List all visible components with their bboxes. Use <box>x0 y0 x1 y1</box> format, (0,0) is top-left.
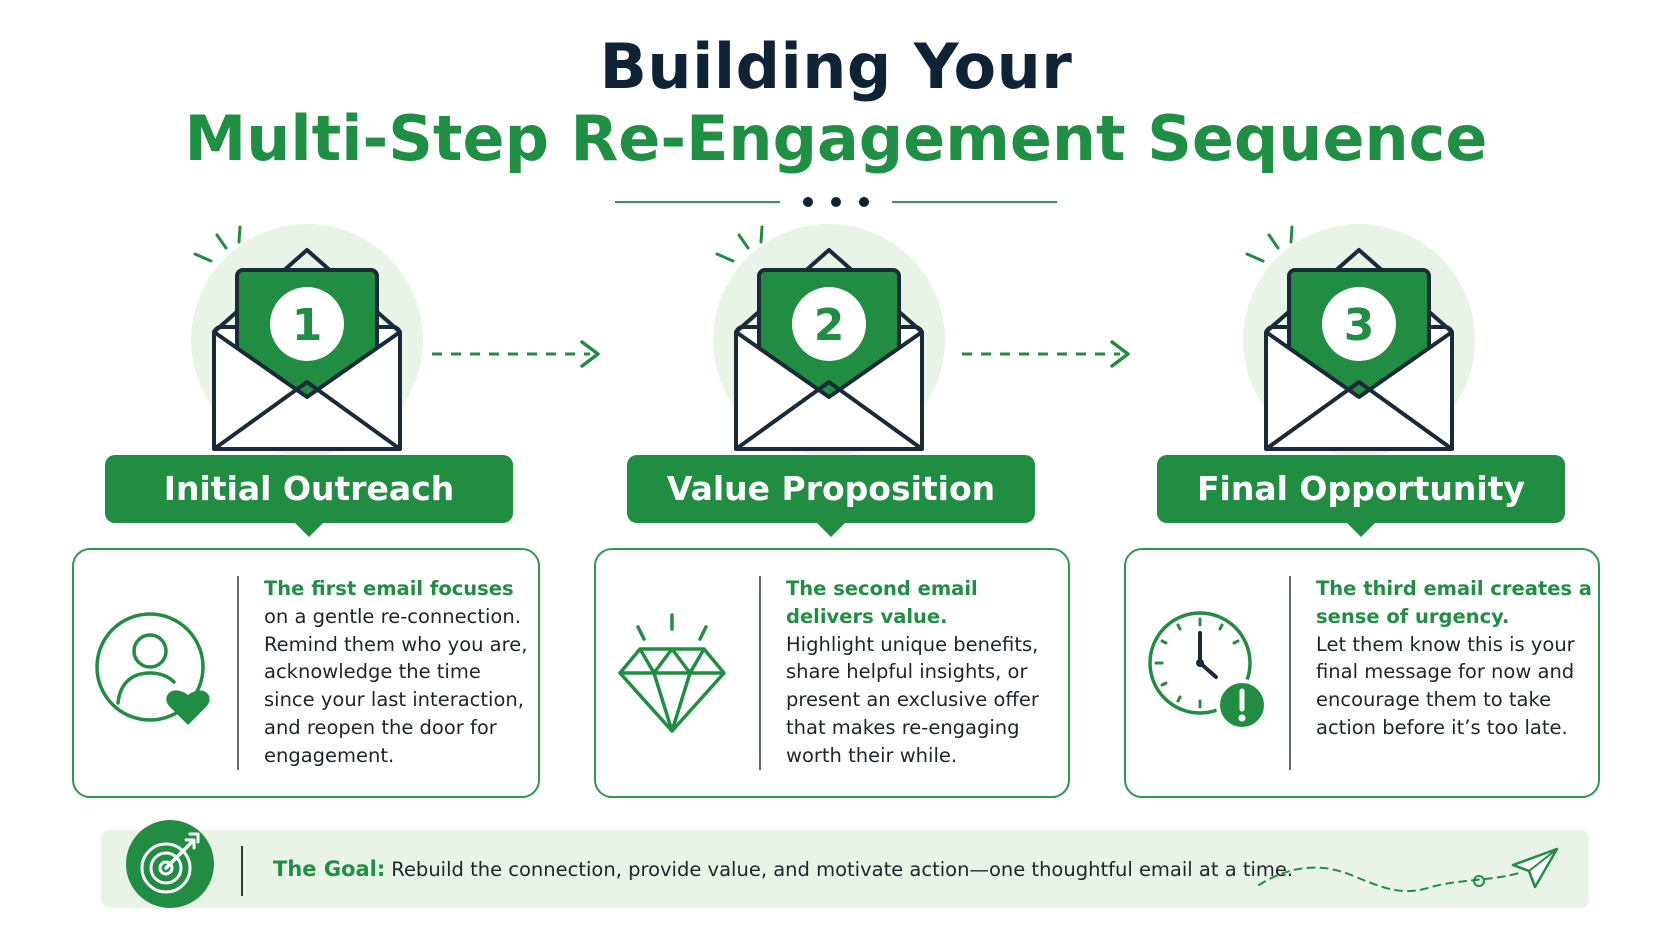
step-1-heading: The first email focuses <box>264 577 514 600</box>
goal-label: The Goal: <box>273 857 386 881</box>
step-card-3: The third email creates a sense of urgen… <box>1124 548 1600 798</box>
step-2-description: The second email delivers value. Highlig… <box>786 575 1064 770</box>
svg-text:2: 2 <box>814 300 845 351</box>
step-2: 2 Value Proposition The second email del… <box>594 222 1098 802</box>
step-card-1: The first email focuses on a gentle re-c… <box>72 548 540 798</box>
step-1-description: The first email focuses on a gentle re-c… <box>264 575 536 770</box>
step-label-value-proposition: Value Proposition <box>627 455 1035 537</box>
arrow-1-to-2 <box>432 340 600 368</box>
card-separator <box>1289 576 1291 770</box>
paper-plane-icon <box>1258 847 1559 893</box>
envelope-3-icon: 3 <box>1243 224 1475 454</box>
goal-statement: The Goal:Rebuild the connection, provide… <box>273 830 1293 908</box>
step-1: 1 Initial Outreach The first email focus… <box>72 222 576 802</box>
envelope-1-icon: 1 <box>191 224 423 454</box>
title-divider <box>615 197 1057 207</box>
target-icon <box>126 820 214 908</box>
svg-text:1: 1 <box>292 300 323 351</box>
goal-banner: The Goal:Rebuild the connection, provide… <box>101 820 1589 908</box>
step-2-body: Highlight unique benefits, share helpful… <box>786 632 1039 767</box>
title-line-2: Multi-Step Re-Engagement Sequence <box>184 102 1488 175</box>
title-line-1: Building Your <box>599 30 1073 103</box>
card-separator <box>759 576 761 770</box>
diamond-icon <box>618 613 726 733</box>
step-3-heading: The third email creates a sense of urgen… <box>1316 577 1592 628</box>
step-label-initial-outreach: Initial Outreach <box>105 455 513 537</box>
svg-text:3: 3 <box>1344 300 1375 351</box>
step-3: 3 Final Opportunity The third email crea… <box>1124 222 1628 802</box>
goal-separator <box>241 846 243 896</box>
step-label-final-opportunity: Final Opportunity <box>1157 455 1565 537</box>
step-1-body: on a gentle re-connection. Remind them w… <box>264 604 528 767</box>
arrow-2-to-3 <box>962 340 1130 368</box>
user-heart-icon <box>95 612 210 725</box>
card-separator <box>237 576 239 770</box>
step-3-body: Let them know this is your final message… <box>1316 632 1575 739</box>
clock-alert-icon <box>1148 611 1268 731</box>
step-card-2: The second email delivers value. Highlig… <box>594 548 1070 798</box>
envelope-2-icon: 2 <box>713 224 945 454</box>
goal-text: Rebuild the connection, provide value, a… <box>391 858 1294 881</box>
step-2-heading: The second email delivers value. <box>786 577 978 628</box>
step-3-description: The third email creates a sense of urgen… <box>1316 575 1594 742</box>
